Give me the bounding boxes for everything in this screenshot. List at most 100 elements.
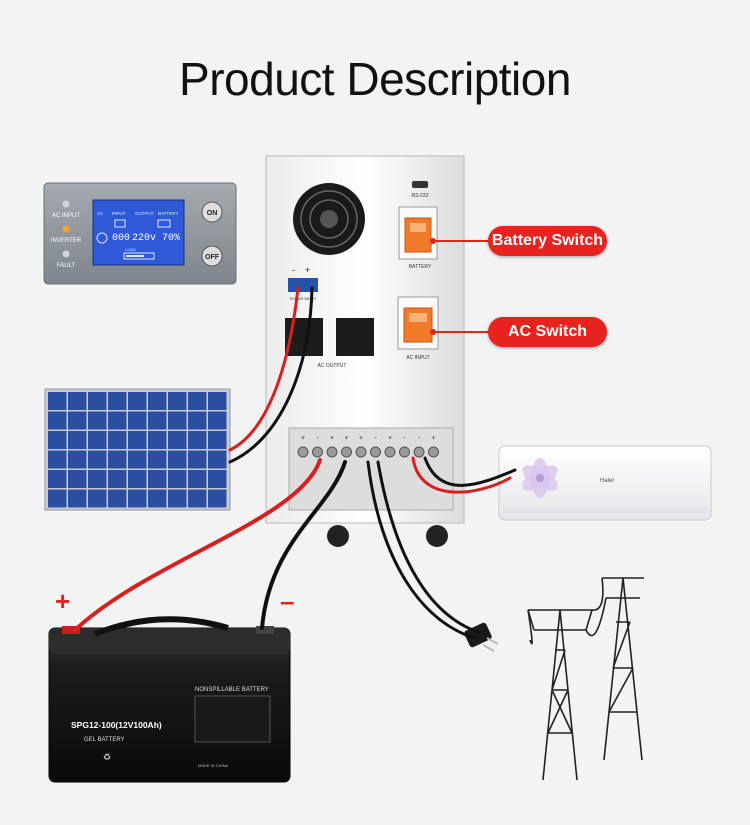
- lcd-header: AC: [97, 211, 104, 216]
- solar-cell: [48, 431, 67, 449]
- positive-polarity-sign: +: [55, 586, 71, 616]
- solar-cell: [108, 411, 127, 430]
- gel-battery: NONSPILLABLE BATTERY SPG12-100(12V100Ah)…: [48, 616, 291, 783]
- battery-model: SPG12-100(12V100Ah): [71, 720, 162, 730]
- inverter-label: INVERTER: [51, 238, 82, 244]
- solar-cell: [48, 470, 67, 488]
- off-button[interactable]: [201, 245, 223, 267]
- page-title: Product Description: [179, 53, 571, 105]
- terminal-sign: +: [359, 435, 363, 442]
- solar-cell: [168, 411, 187, 430]
- solar-cell: [208, 431, 227, 449]
- lcd-header: OUTPUT: [135, 211, 154, 216]
- solar-cell: [48, 411, 67, 430]
- caster-wheel: [327, 525, 349, 547]
- pv-minus-sign: -: [292, 265, 295, 275]
- terminal-screw-icon: [355, 446, 367, 458]
- ac-input-breaker-label: AC INPUT: [406, 355, 429, 361]
- solar-cell: [128, 431, 147, 449]
- solar-cell: [88, 392, 107, 410]
- solar-cell: [188, 411, 207, 430]
- transmission-tower-icon: [527, 577, 644, 781]
- inverter-led-icon: [62, 225, 70, 233]
- air-conditioner: Haier: [498, 445, 712, 521]
- on-button[interactable]: [201, 201, 223, 223]
- control-panel: AC INPUT INVERTER FAULT AC INPUT OUTPUT …: [43, 182, 237, 285]
- solar-input-terminal: [288, 278, 318, 292]
- solar-cell: [148, 392, 167, 410]
- lcd-readout: 000 220v 70%: [112, 233, 180, 244]
- terminal-screw-icon: [399, 446, 410, 458]
- terminal-screw-icon: [341, 446, 352, 458]
- solar-cell: [208, 411, 227, 430]
- solar-cell: [128, 411, 147, 430]
- aircon-brand: Haier: [600, 478, 614, 484]
- solar-cell: [188, 431, 207, 449]
- solar-cell: [88, 489, 107, 508]
- solar-cell: [108, 450, 127, 469]
- solar-cell: [168, 392, 187, 410]
- load-bar-fill: [126, 255, 144, 257]
- terminal-sign: -: [418, 435, 421, 442]
- fault-label: FAULT: [57, 263, 76, 269]
- terminal-sign: -: [374, 435, 377, 442]
- battery-positive-cable: [73, 458, 322, 632]
- ac-input-label: AC INPUT: [52, 213, 80, 219]
- terminal-screw-icon: [297, 446, 309, 458]
- solar-cell: [208, 450, 227, 469]
- solar-cell: [168, 470, 187, 488]
- terminal-screw-icon: [370, 446, 381, 458]
- solar-cell: [48, 450, 67, 469]
- nonspill-label: NONSPILLABLE BATTERY: [195, 687, 269, 693]
- terminal-screw-icon: [312, 446, 323, 458]
- solar-cell: [148, 450, 167, 469]
- solar-cell: [208, 470, 227, 488]
- battery-negative-cable: [260, 460, 347, 630]
- positive-terminal: [62, 626, 80, 634]
- solar-cell: [68, 431, 87, 449]
- inverter-cabinet: RS-232 BATTERY AC INPUT - + SOLAR INPUT …: [265, 155, 465, 547]
- battery-type: GEL BATTERY: [84, 737, 125, 743]
- negative-terminal: [256, 626, 274, 634]
- solar-cell: [148, 489, 167, 508]
- solar-cell: [128, 470, 147, 488]
- solar-cell: [108, 470, 127, 488]
- ac-input-led-icon: [62, 200, 70, 208]
- solar-cell: [128, 489, 147, 508]
- terminal-screw-icon: [413, 446, 425, 458]
- solar-cell: [168, 431, 187, 449]
- solar-cell: [68, 489, 87, 508]
- terminal-sign: -: [403, 435, 406, 442]
- solar-cell: [68, 450, 87, 469]
- solar-cell: [88, 450, 107, 469]
- solar-cell: [48, 489, 67, 508]
- solar-cell: [68, 470, 87, 488]
- solar-positive-cable: [228, 286, 300, 452]
- ac-switch-callout: AC Switch: [488, 317, 607, 347]
- terminal-sign: +: [388, 435, 392, 442]
- negative-polarity-sign: –: [280, 586, 295, 616]
- solar-cell: [168, 489, 187, 508]
- solar-panel: [44, 388, 231, 511]
- lcd-load-label: LOAD: [125, 247, 136, 252]
- solar-cell: [68, 411, 87, 430]
- made-in-label: MADE IN CHINA: [198, 763, 229, 768]
- rs232-port: [412, 181, 428, 188]
- smile-icon: [96, 232, 108, 244]
- wiring-cables: [73, 286, 517, 640]
- grid-input-cable: [366, 460, 476, 640]
- terminal-sign: +: [344, 435, 348, 442]
- solar-negative-cable: [228, 286, 314, 464]
- solar-cell: [48, 392, 67, 410]
- solar-cell: [88, 431, 107, 449]
- solar-cell: [108, 489, 127, 508]
- lcd-header: BATTERY: [158, 211, 178, 216]
- solar-cell: [148, 431, 167, 449]
- solar-cell: [188, 489, 207, 508]
- solar-cell: [108, 392, 127, 410]
- solar-cell: [88, 470, 107, 488]
- battery-switch-callout: Battery Switch: [488, 226, 607, 256]
- pv-plus-sign: +: [305, 265, 310, 275]
- on-button-label: ON: [207, 210, 218, 217]
- terminal-sign: +: [330, 435, 334, 442]
